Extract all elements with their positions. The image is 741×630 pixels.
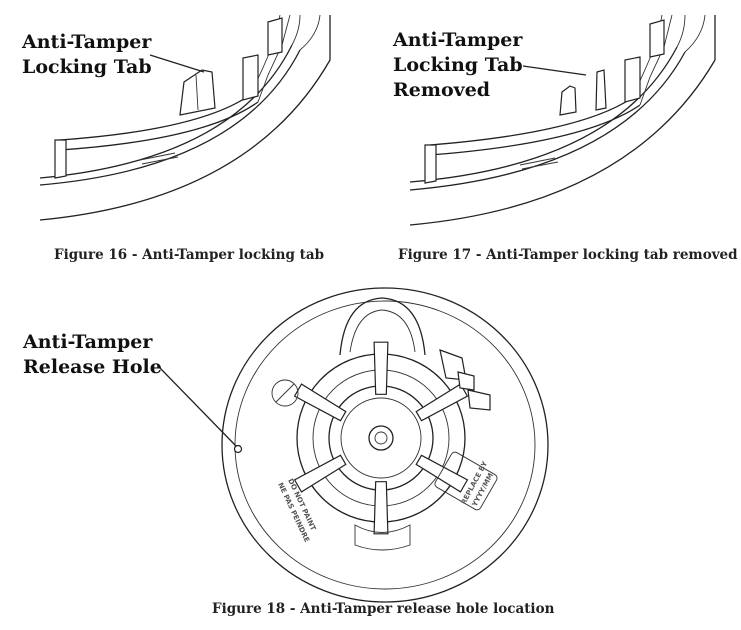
figure-17-callout-line-1: Anti-Tamper — [393, 29, 523, 51]
base-spoke — [293, 383, 347, 422]
base-spokes — [293, 341, 469, 535]
figure-17-caption: Figure 17 - Anti-Tamper locking tab remo… — [398, 247, 738, 263]
figure-17-leader-line — [522, 65, 587, 76]
figure-17-callout-line-2: Locking Tab — [393, 54, 523, 76]
figure-17-callout-line-3: Removed — [393, 79, 491, 101]
figure-18-drawing: DO NOT PAINT NE PAS PEINDRE REPLACE BY Y… — [159, 287, 549, 603]
figure-16-callout-line-2: Locking Tab — [22, 56, 152, 78]
base-spoke — [373, 481, 389, 535]
base-spoke — [415, 383, 469, 422]
base-spoke — [415, 454, 469, 493]
figure-18-callout-line-1: Anti-Tamper — [23, 331, 153, 353]
figure-16-leader-line — [149, 54, 205, 73]
base-spoke — [373, 341, 389, 395]
figure-16-callout: Anti-Tamper Locking Tab — [22, 30, 152, 80]
figure-16-drawing — [39, 14, 331, 221]
figure-18-callout-line-2: Release Hole — [23, 356, 162, 378]
figure-16-caption: Figure 16 - Anti-Tamper locking tab — [54, 247, 325, 263]
figure-17-callout: Anti-Tamper Locking Tab Removed — [393, 28, 523, 103]
figure-18-callout: Anti-Tamper Release Hole — [23, 330, 162, 380]
no-paint-icon — [271, 379, 299, 407]
figure-17-drawing — [409, 14, 716, 226]
release-hole-marker — [233, 444, 243, 454]
figure-18-leader-line — [159, 367, 237, 447]
base-spoke — [293, 454, 347, 493]
figure-16-callout-line-1: Anti-Tamper — [22, 31, 152, 53]
locking-tab-shape — [179, 69, 216, 116]
figure-18-caption: Figure 18 - Anti-Tamper release hole loc… — [212, 601, 555, 617]
